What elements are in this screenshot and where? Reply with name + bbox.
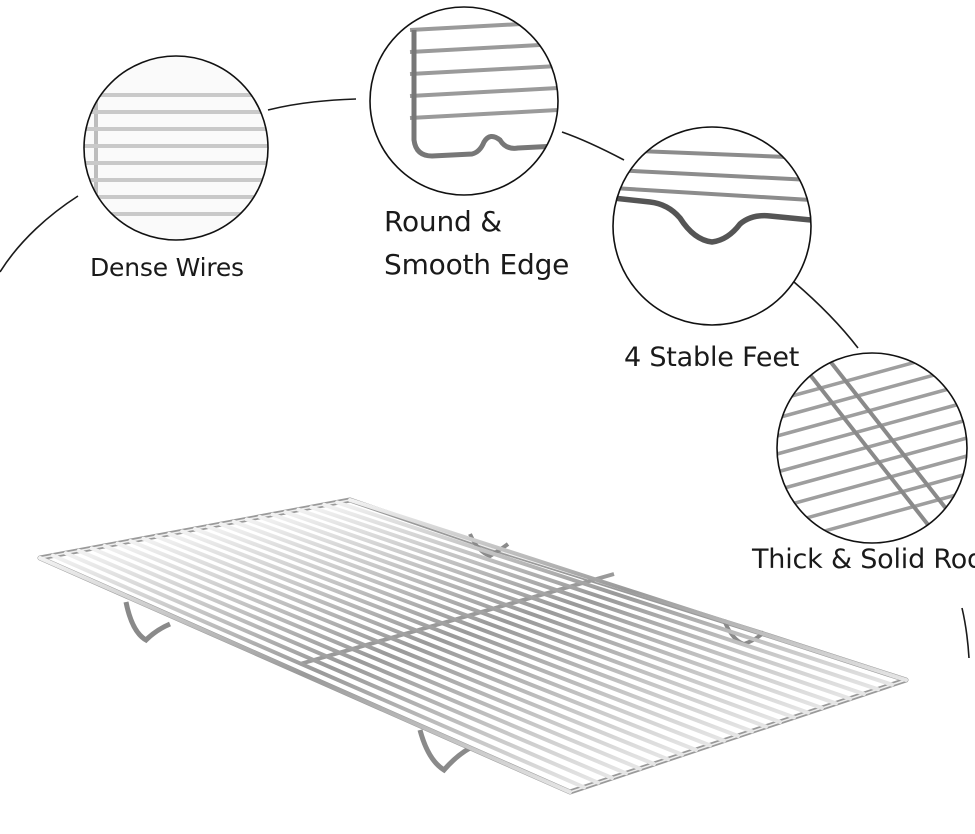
rack-wire — [76, 548, 614, 780]
cooling-rack — [37, 497, 909, 795]
rack-wire — [141, 536, 684, 757]
rack-wire — [296, 507, 852, 701]
rack-wire — [309, 505, 866, 696]
rack-wire — [50, 553, 586, 790]
zoom-circle-round-edge — [369, 6, 559, 196]
rack-wire — [322, 502, 880, 692]
round-edge-label: Round & Smooth Edge — [384, 200, 569, 287]
rack-wire — [128, 539, 670, 762]
thick-rod-label: Thick & Solid Rod — [752, 544, 975, 575]
rack-wire — [231, 519, 782, 724]
rack-wire — [335, 500, 894, 687]
stable-feet-label: 4 Stable Feet — [624, 342, 800, 373]
connector-right — [961, 607, 970, 659]
rack-wire — [283, 510, 838, 706]
rack-wire — [205, 524, 754, 734]
zoom-circle-dense-wires — [83, 55, 269, 241]
connector-round-feet — [561, 131, 625, 161]
rack-wire — [218, 522, 768, 729]
round-edge-label-line-2: Smooth Edge — [384, 248, 570, 282]
connector-lines — [0, 98, 970, 659]
rack-wire — [348, 498, 908, 682]
rack-wire — [167, 531, 712, 748]
connector-feet-thick — [793, 281, 859, 349]
rack-wire — [193, 527, 740, 738]
rack-wire — [154, 534, 698, 752]
rack-wire — [270, 512, 824, 710]
rack-wire — [89, 546, 628, 776]
round-edge-label-line-1: Round & — [384, 205, 502, 238]
zoom-circle-thick-rod — [776, 352, 968, 544]
connector-left — [0, 195, 79, 273]
rack-wire — [102, 543, 642, 771]
rack-wire — [38, 556, 572, 794]
rack-wire — [115, 541, 656, 766]
rack-wire — [244, 517, 796, 720]
dense-wires-label: Dense Wires — [90, 253, 244, 282]
connector-dense-round — [267, 98, 357, 111]
rack-wire — [257, 514, 810, 715]
rack-wire — [180, 529, 726, 743]
zoom-circle-stable-feet — [612, 126, 812, 326]
rack-wire — [63, 551, 600, 785]
